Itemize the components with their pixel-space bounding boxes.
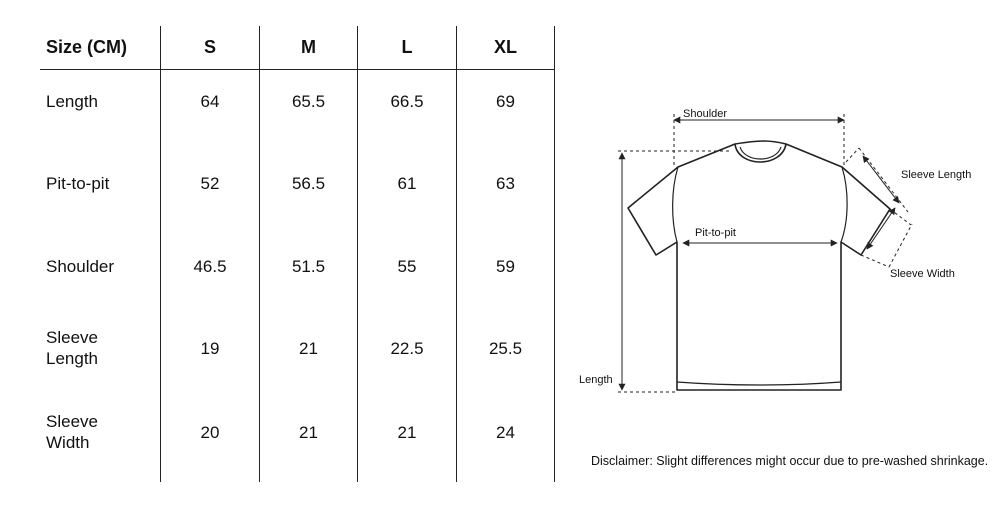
column-divider: [160, 26, 161, 482]
table-cell: 51.5: [291, 256, 326, 276]
table-cell: 55: [397, 256, 417, 276]
table-cell: 24: [496, 422, 515, 442]
row-label-pit-to-pit: Pit-to-pit: [46, 173, 110, 193]
header-size-cm: Size (CM): [46, 37, 127, 57]
disclaimer-text: Disclaimer: Slight differences might occ…: [591, 454, 989, 468]
tshirt-measurement-diagram: Shoulder Sleeve Length Sleeve Width Pit-…: [560, 90, 1000, 420]
table-cell: 46.5: [193, 256, 227, 276]
table-cell: 61: [397, 173, 417, 193]
header-size-l: L: [401, 37, 413, 57]
table-cell: 56.5: [291, 173, 326, 193]
row-label-length: Length: [46, 91, 98, 111]
row-label-shoulder: Shoulder: [46, 256, 115, 276]
header-divider: [40, 69, 555, 70]
table-cell: 21: [299, 338, 318, 358]
sleeve-length-measure: [845, 147, 912, 226]
tshirt-diagram-svg: Shoulder Sleeve Length Sleeve Width Pit-…: [579, 108, 971, 393]
length-label: Length: [579, 374, 613, 386]
row-label-sleeve-width: Sleeve Width: [46, 412, 98, 452]
length-measure: [618, 150, 730, 393]
sleeve-width-label: Sleeve Width: [890, 268, 955, 280]
table-cell: 52: [200, 173, 220, 193]
table-cell: 69: [496, 91, 515, 111]
column-divider: [357, 26, 358, 482]
table-cell: 64: [200, 91, 220, 111]
table-cell: 21: [397, 422, 417, 442]
table-cell: 25.5: [488, 338, 523, 358]
table-cell: 20: [200, 422, 220, 442]
header-size-s: S: [203, 37, 216, 57]
table-cell: 63: [496, 173, 515, 193]
tshirt-outline: [627, 140, 891, 391]
size-chart-table: Size (CM) S M L XL Length 64 65.5 66.5 6…: [40, 26, 555, 482]
row-label-sleeve-length: Sleeve Length: [46, 328, 98, 368]
header-size-xl: XL: [493, 37, 517, 57]
sleeve-width-measure: [860, 207, 913, 268]
column-divider: [259, 26, 260, 482]
column-divider: [554, 26, 555, 482]
table-cell: 65.5: [291, 91, 326, 111]
column-divider: [456, 26, 457, 482]
pit-to-pit-label: Pit-to-pit: [695, 227, 736, 239]
sleeve-length-label: Sleeve Length: [901, 169, 971, 181]
header-size-m: M: [301, 37, 316, 57]
table-cell: 59: [496, 256, 515, 276]
table-cell: 66.5: [390, 91, 424, 111]
table-cell: 19: [200, 338, 220, 358]
shoulder-measure: [673, 114, 845, 168]
table-cell: 21: [299, 422, 318, 442]
shoulder-label: Shoulder: [683, 108, 727, 120]
table-cell: 22.5: [390, 338, 424, 358]
